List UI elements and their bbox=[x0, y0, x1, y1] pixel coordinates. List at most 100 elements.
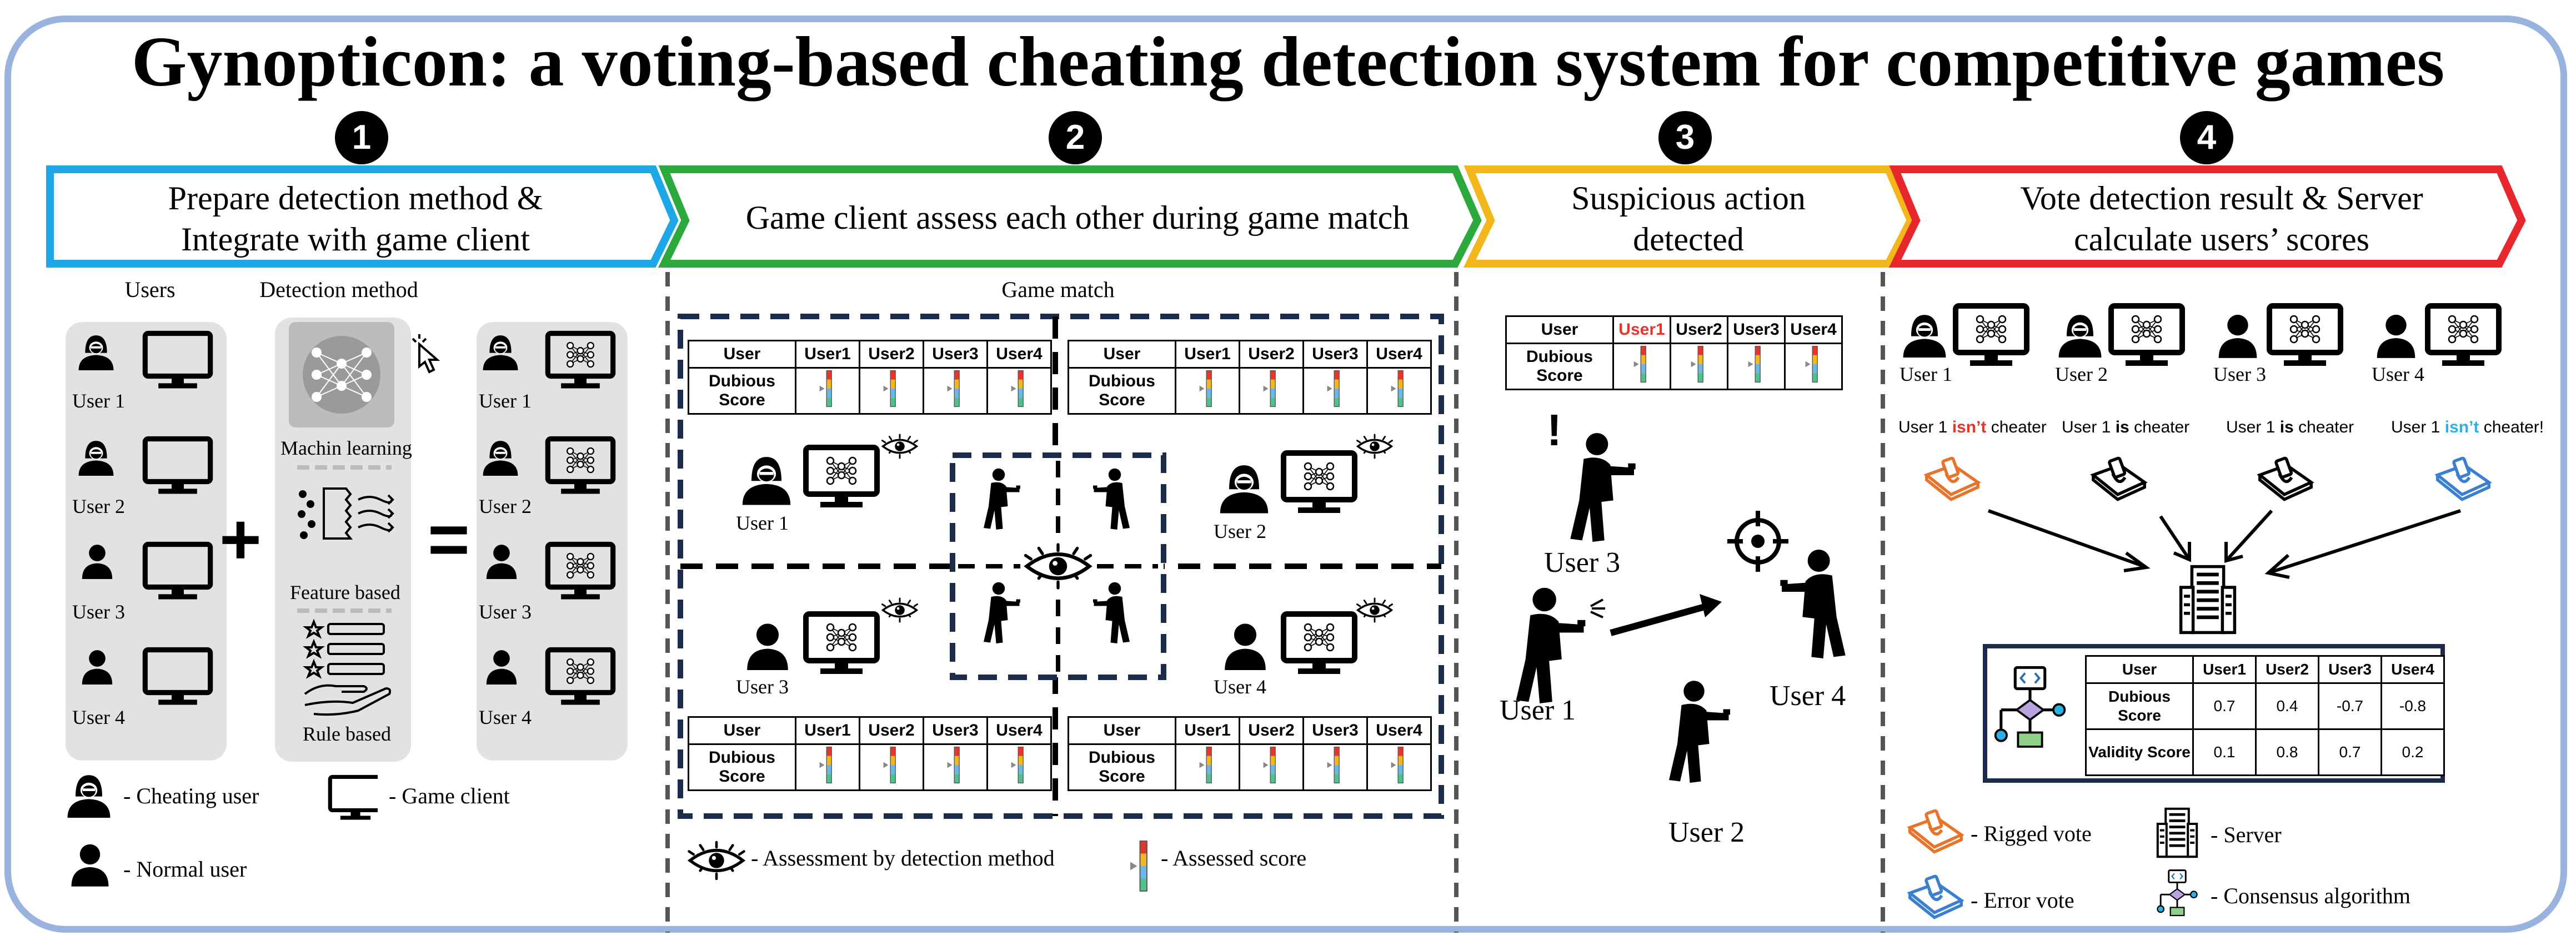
game-client-nn-icon bbox=[548, 334, 613, 389]
normal-user-legend-icon bbox=[71, 844, 109, 887]
assessed-score-meter bbox=[1747, 345, 1761, 383]
user-label: User 1 bbox=[1900, 363, 1952, 385]
step-3-badge: 3 bbox=[1658, 111, 1712, 164]
game-client-nn-icon bbox=[548, 650, 613, 705]
assessed-score-meter bbox=[1326, 746, 1340, 784]
step-3-banner bbox=[1463, 165, 1915, 268]
normal-user-icon bbox=[486, 545, 517, 579]
step-4-badge: 4 bbox=[2180, 111, 2233, 164]
game-client-icon bbox=[145, 545, 210, 600]
step-2-banner bbox=[658, 165, 1482, 268]
consensus-legend-icon bbox=[2156, 869, 2198, 917]
rule-checklist-icon bbox=[303, 618, 392, 716]
normal-user-icon bbox=[747, 623, 788, 670]
game-client-nn-icon bbox=[806, 447, 877, 507]
click-cursor-icon bbox=[412, 334, 440, 374]
method-label: Rule based bbox=[303, 723, 391, 745]
shooter-icon bbox=[1570, 433, 1636, 542]
user-label: User 2 bbox=[2055, 363, 2108, 385]
user-label: User 4 bbox=[72, 706, 125, 728]
user-label: User 2 bbox=[479, 495, 532, 517]
assessed-score-meter bbox=[1262, 746, 1276, 784]
assessment-eye-icon bbox=[881, 434, 919, 459]
user-label: User 2 bbox=[1214, 520, 1266, 542]
outer-frame bbox=[4, 16, 2567, 933]
game-client-nn-icon bbox=[548, 439, 613, 494]
game-client-icon bbox=[145, 334, 210, 389]
vote-text: User 1 is cheater bbox=[2062, 418, 2190, 436]
method-label: Feature based bbox=[290, 581, 400, 603]
assessed-score-meter bbox=[1326, 370, 1340, 407]
method-label: Machin learning bbox=[280, 437, 412, 459]
game-client-nn-icon bbox=[2111, 306, 2182, 366]
normal-user-icon bbox=[1225, 623, 1266, 670]
assessed-score-meter bbox=[883, 746, 896, 784]
normal-user-icon bbox=[2218, 314, 2257, 358]
legend-consensus: - Consensus algorithm bbox=[2211, 883, 2410, 908]
game-match-header: Game match bbox=[1001, 277, 1115, 302]
step-4-label: Vote detection result & Server calculate… bbox=[2020, 180, 2423, 258]
legend-normal: - Normal user bbox=[123, 857, 247, 882]
game-client-icon bbox=[145, 439, 210, 494]
user-label: User 3 bbox=[2213, 363, 2266, 385]
user-label: User 4 bbox=[2372, 363, 2424, 385]
game-client-nn-icon bbox=[1956, 306, 2027, 366]
normal-user-icon bbox=[2377, 314, 2415, 358]
user-label: User 3 bbox=[72, 601, 125, 623]
plus-sign: + bbox=[219, 499, 262, 580]
normal-user-icon bbox=[82, 545, 113, 579]
game-client-nn-icon bbox=[806, 614, 877, 674]
assessed-score-meter bbox=[1633, 345, 1646, 383]
assessed-score-meter bbox=[1690, 345, 1703, 383]
game-client-nn-icon bbox=[548, 545, 613, 600]
vote-icon bbox=[2260, 458, 2311, 500]
rigged-vote-icon bbox=[1927, 458, 1978, 500]
assessed-score-meter bbox=[1199, 746, 1212, 784]
step-1-badge: 1 bbox=[335, 111, 388, 164]
cheater-icon bbox=[78, 335, 114, 370]
vote-text: User 1 isn’t cheater! bbox=[2391, 418, 2544, 436]
assessed-score-meter bbox=[1010, 370, 1024, 407]
user-label: User 4 bbox=[1770, 680, 1846, 712]
assessed-score-meter bbox=[1010, 746, 1024, 784]
detection-method-icons bbox=[289, 322, 440, 716]
vote-text: User 1 isn’t cheater bbox=[1898, 418, 2047, 436]
game-client-legend-icon bbox=[330, 777, 378, 819]
step-1-label: Prepare detection method & Integrate wit… bbox=[168, 180, 543, 258]
assessed-score-meter bbox=[1390, 370, 1404, 407]
step-3-label: Suspicious action detected bbox=[1571, 180, 1806, 258]
cheater-icon bbox=[1220, 465, 1269, 514]
legend-client: - Game client bbox=[389, 783, 510, 808]
assessed-score-meter bbox=[1199, 370, 1212, 407]
suspicious-action-scene bbox=[1516, 433, 1846, 783]
equals-sign: = bbox=[428, 499, 470, 580]
game-match-area bbox=[678, 314, 1444, 819]
error-vote-legend-icon bbox=[1910, 876, 1961, 918]
step-banners bbox=[46, 165, 2526, 268]
user-label: User 2 bbox=[1668, 817, 1745, 848]
figure-title: Gynopticon: a voting-based cheating dete… bbox=[131, 22, 2445, 101]
detection-method-header: Detection method bbox=[259, 277, 418, 302]
cheater-icon bbox=[2058, 315, 2102, 358]
normal-user-icon bbox=[486, 650, 517, 685]
assessment-eye-icon bbox=[881, 597, 919, 623]
user-label: User 1 bbox=[72, 390, 125, 412]
assessed-score-meter bbox=[883, 370, 896, 407]
legend-server: - Server bbox=[2211, 822, 2282, 847]
user-label: User 3 bbox=[1544, 547, 1621, 578]
assessed-score-meter bbox=[1262, 370, 1276, 407]
step-2-label: Game client assess each other during gam… bbox=[745, 199, 1410, 236]
voter-icons bbox=[1903, 303, 2522, 386]
assessment-legend-eye-icon bbox=[689, 842, 744, 879]
integrated-clients-group bbox=[477, 322, 628, 761]
step-4-banner bbox=[1888, 165, 2526, 268]
cheater-icon bbox=[1903, 315, 1946, 358]
legend-rigged-vote: - Rigged vote bbox=[1971, 821, 2092, 846]
user-label: User 4 bbox=[479, 706, 532, 728]
legend-error-vote: - Error vote bbox=[1971, 888, 2074, 913]
crosshair-icon bbox=[1727, 511, 1788, 572]
cheater-icon bbox=[78, 441, 114, 476]
vote-text: User 1 is cheater bbox=[2226, 418, 2354, 436]
